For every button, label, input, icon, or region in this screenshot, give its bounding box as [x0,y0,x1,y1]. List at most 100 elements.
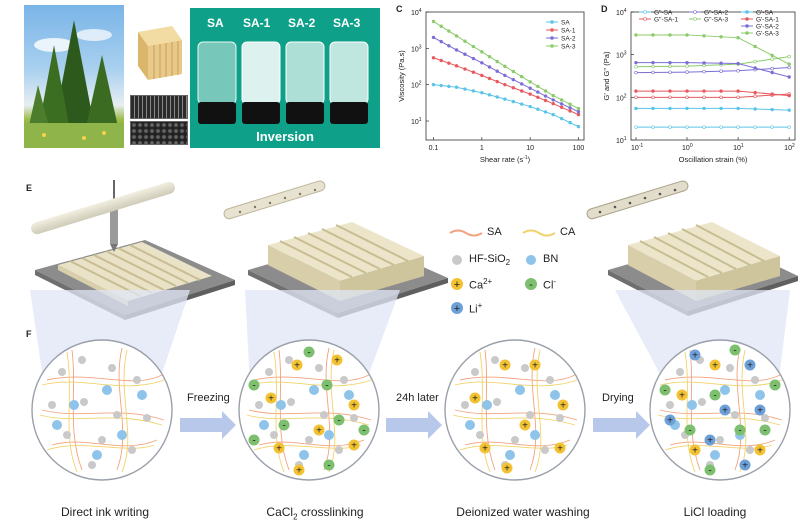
y-tick-label: 103 [411,44,422,53]
series-marker [439,58,443,63]
y-tick-label: 101 [411,117,422,126]
bn-particle [299,450,309,460]
li-ion [689,349,701,361]
series-marker [668,60,672,65]
series-marker [770,107,774,112]
series-marker [685,95,689,100]
series-marker [702,125,706,129]
bn-particle [69,400,79,410]
ca-ion [313,424,325,436]
series-marker [753,125,757,129]
sio2-particle [63,431,71,439]
series-marker [503,73,507,78]
series-marker [634,89,638,93]
series-marker [736,95,740,100]
series-marker [487,65,492,69]
bn-particle [755,390,765,400]
series-marker [770,57,774,61]
cl-ion [729,344,741,356]
sio2-particle [108,364,116,372]
series-line [635,90,790,97]
ca-ion-sign: + [472,394,478,405]
sa-fiber [51,439,158,447]
sio2-particle [143,414,151,422]
sa-fiber [669,439,776,447]
vial-label-sa: SA [207,16,224,30]
cl-ion-sign: - [733,346,736,357]
series-line [635,93,790,98]
cl-ion [333,414,345,426]
series-marker [454,48,459,52]
series-marker [651,33,655,37]
series-marker [668,106,672,111]
series-marker [702,34,706,38]
legend-sa-label: SA [487,226,502,238]
series-marker [787,75,791,79]
ca-ion-sign: + [757,446,763,457]
series-marker [471,89,476,93]
li-ion-sign: + [757,406,763,417]
cl-ion-sign: - [282,421,285,432]
sio2-particle [255,401,263,409]
bn-particle [550,390,560,400]
x-axis-label: Oscillation strain (%) [679,155,748,164]
series-marker [753,59,757,64]
sa-fiber [664,374,781,382]
li-ion [754,404,766,416]
series-marker [536,84,540,89]
series-marker [511,99,516,104]
bn-particle [687,400,697,410]
ca-ion [469,392,481,404]
vials-photo: SA SA-1 SA-2 SA-3 Inversion [190,8,380,148]
ca-ion [529,359,541,371]
cl-ion-sign: - [763,426,766,437]
series-marker [568,120,572,125]
li-ion-sign: + [707,436,713,447]
sio2-particle [731,411,739,419]
series-marker [685,64,689,68]
cl-ion [248,379,260,391]
legend-sio2-dot [452,255,462,265]
legend-marker [745,31,749,35]
ca-fiber [328,349,336,473]
series-marker [503,64,507,69]
series-marker [495,69,499,73]
ca-ion-sign: + [712,361,718,372]
series-marker [634,33,638,37]
sem-image-top [130,95,188,119]
series-marker [576,112,581,117]
sio2-particle [461,401,469,409]
legend-label: G'-SA-1 [756,17,779,24]
cl-ion [278,419,290,431]
ca-ion-sign: + [504,464,510,475]
cl-ion [734,424,746,436]
legend-bn-dot [526,255,536,265]
series-marker [528,104,532,109]
bn-particle [465,420,475,430]
li-ion-sign: + [747,361,753,372]
series-marker [520,74,524,79]
series-marker [536,107,540,111]
sa-fiber [116,347,124,471]
series-marker [503,82,507,87]
ca-fiber [121,349,129,473]
series-marker [753,90,757,95]
sio2-particle [471,368,479,376]
ca-fiber [273,351,285,473]
legend-bn-label: BN [543,253,559,265]
series-marker [787,93,791,98]
ca-ion [554,442,566,454]
ca-ion [265,392,277,404]
ca-ion-sign: + [334,356,340,367]
series-marker [551,101,555,106]
ca-fiber [66,351,78,473]
legend-marker [550,28,554,32]
svg-text:+: + [454,279,460,291]
series-marker [471,44,476,49]
series-marker [736,35,740,40]
ca-fiber [684,351,696,473]
ca-ion-sign: + [532,361,538,372]
legend-marker [745,17,749,21]
ca-ion-sign: + [296,466,302,477]
